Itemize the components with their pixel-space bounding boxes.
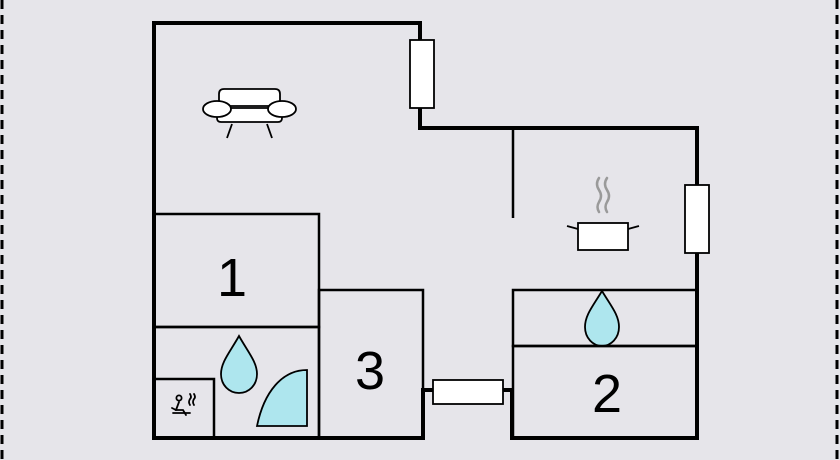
bath-water-drop-icon	[220, 334, 258, 394]
room-2-number: 2	[592, 364, 622, 424]
room-1-number: 1	[217, 248, 247, 308]
shower-icon	[255, 369, 308, 427]
window-top	[409, 39, 435, 109]
window-right	[684, 184, 710, 254]
sauna-outline	[152, 377, 216, 440]
sauna-icon	[171, 393, 196, 416]
room-2-outline	[511, 344, 699, 440]
room-3-outline	[317, 288, 425, 440]
window-entrance	[432, 379, 504, 405]
sofa-icon	[202, 88, 297, 139]
kitchen-pot-icon	[566, 176, 640, 251]
utility-water-drop-icon	[584, 289, 620, 347]
room-3-number: 3	[355, 341, 385, 401]
